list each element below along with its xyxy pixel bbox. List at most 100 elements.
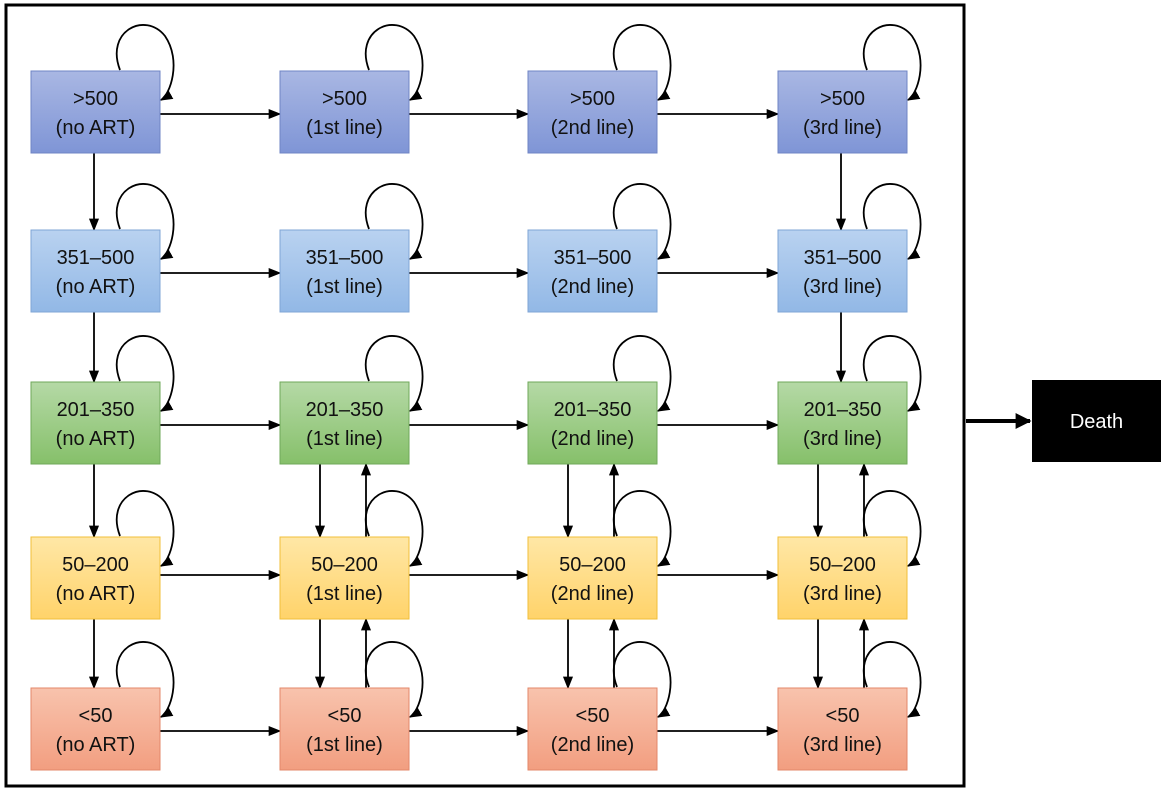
state-regimen-label: (3rd line) [803,428,882,450]
death-label: Death [1070,411,1123,433]
state-node: 201–350(1st line) [279,381,410,465]
self-loop-arrow [364,490,424,567]
state-box [527,229,658,313]
state-box [30,70,161,154]
state-node: <50 (2nd line) [527,687,658,771]
state-regimen-label: (2nd line) [551,428,634,450]
state-regimen-label: (no ART) [56,428,136,450]
self-loop-arrow [115,183,175,260]
state-box [777,229,908,313]
self-loop-arrow [612,490,672,567]
death-state: Death [1032,380,1161,462]
state-node: 201–350 (3rd line) [777,381,908,465]
self-loop-arrow [115,24,175,101]
state-regimen-label: (2nd line) [551,583,634,605]
state-box [527,381,658,465]
death-box [1032,380,1161,462]
self-loop-arrow [612,641,672,718]
state-cd4-label: 50–200 [62,554,129,576]
self-loop-arrow [862,335,922,412]
self-loop-arrow [115,490,175,567]
state-regimen-label: (no ART) [56,276,136,298]
self-loop-arrow [364,183,424,260]
alive-states-frame [4,3,966,788]
state-box [279,381,410,465]
state-regimen-label: (1st line) [306,734,383,756]
state-regimen-label: (1st line) [306,276,383,298]
state-box [527,536,658,620]
state-node: 50–200 (1st line) [279,536,410,620]
self-loop-arrow [364,24,424,101]
self-loop-arrow [115,335,175,412]
state-regimen-label: (2nd line) [551,734,634,756]
state-regimen-label: (no ART) [56,583,136,605]
self-loop-arrow [862,641,922,718]
state-cd4-label: 351–500 [554,247,632,269]
state-cd4-label: >500 [570,88,615,110]
state-cd4-label: <50 [328,705,362,727]
self-loop-arrow [364,335,424,412]
state-node: 351–500 (1st line) [279,229,410,313]
self-loop-arrows [115,24,922,718]
state-regimen-label: (1st line) [306,117,383,139]
state-cd4-label: 351–500 [57,247,135,269]
state-box [279,687,410,771]
state-node: >500 (3rd line) [777,70,908,154]
state-cd4-label: <50 [576,705,610,727]
state-regimen-label: (3rd line) [803,583,882,605]
state-box [279,536,410,620]
state-cd4-label: <50 [826,705,860,727]
state-regimen-label: (no ART) [56,734,136,756]
state-box [777,70,908,154]
state-box [30,229,161,313]
state-cd4-label: 50–200 [311,554,378,576]
state-node: 351–500(2nd line) [527,229,658,313]
state-nodes: >500 (no ART) >500 (1st line) >500 (2nd line)… [30,70,908,771]
state-box [777,687,908,771]
state-cd4-label: 201–350 [804,399,882,421]
state-box [279,70,410,154]
state-node: <50 (no ART) [30,687,161,771]
state-cd4-label: <50 [79,705,113,727]
self-loop-arrow [862,24,922,101]
self-loop-arrow [115,641,175,718]
self-loop-arrow [612,24,672,101]
state-box [279,229,410,313]
self-loop-arrow [364,641,424,718]
self-loop-arrow [862,183,922,260]
state-regimen-label: (2nd line) [551,117,634,139]
state-node: >500 (no ART) [30,70,161,154]
state-cd4-label: >500 [73,88,118,110]
state-node: 50–200 (3rd line) [777,536,908,620]
state-cd4-label: 201–350 [554,399,632,421]
state-regimen-label: (3rd line) [803,117,882,139]
state-node: 201–350 (no ART) [30,381,161,465]
state-cd4-label: >500 [322,88,367,110]
state-node: >500 (1st line) [279,70,410,154]
state-cd4-label: 50–200 [559,554,626,576]
state-box [777,381,908,465]
state-cd4-label: >500 [820,88,865,110]
state-node: 351–500(3rd line) [777,229,908,313]
state-box [527,70,658,154]
state-node: >500 (2nd line) [527,70,658,154]
self-loop-arrow [862,490,922,567]
state-box [30,536,161,620]
state-cd4-label: 201–350 [57,399,135,421]
state-node: 351–500 (no ART) [30,229,161,313]
state-cd4-label: 50–200 [809,554,876,576]
state-regimen-label: (no ART) [56,117,136,139]
state-box [777,536,908,620]
state-cd4-label: 351–500 [306,247,384,269]
state-node: <50 (1st line) [279,687,410,771]
self-loop-arrow [612,335,672,412]
state-regimen-label: (1st line) [306,583,383,605]
self-loop-arrow [612,183,672,260]
state-regimen-label: (3rd line) [803,734,882,756]
state-regimen-label: (1st line) [306,428,383,450]
state-node: 201–350 (2nd line) [527,381,658,465]
state-node: 50–200 (no ART) [30,536,161,620]
state-box [527,687,658,771]
state-box [30,381,161,465]
